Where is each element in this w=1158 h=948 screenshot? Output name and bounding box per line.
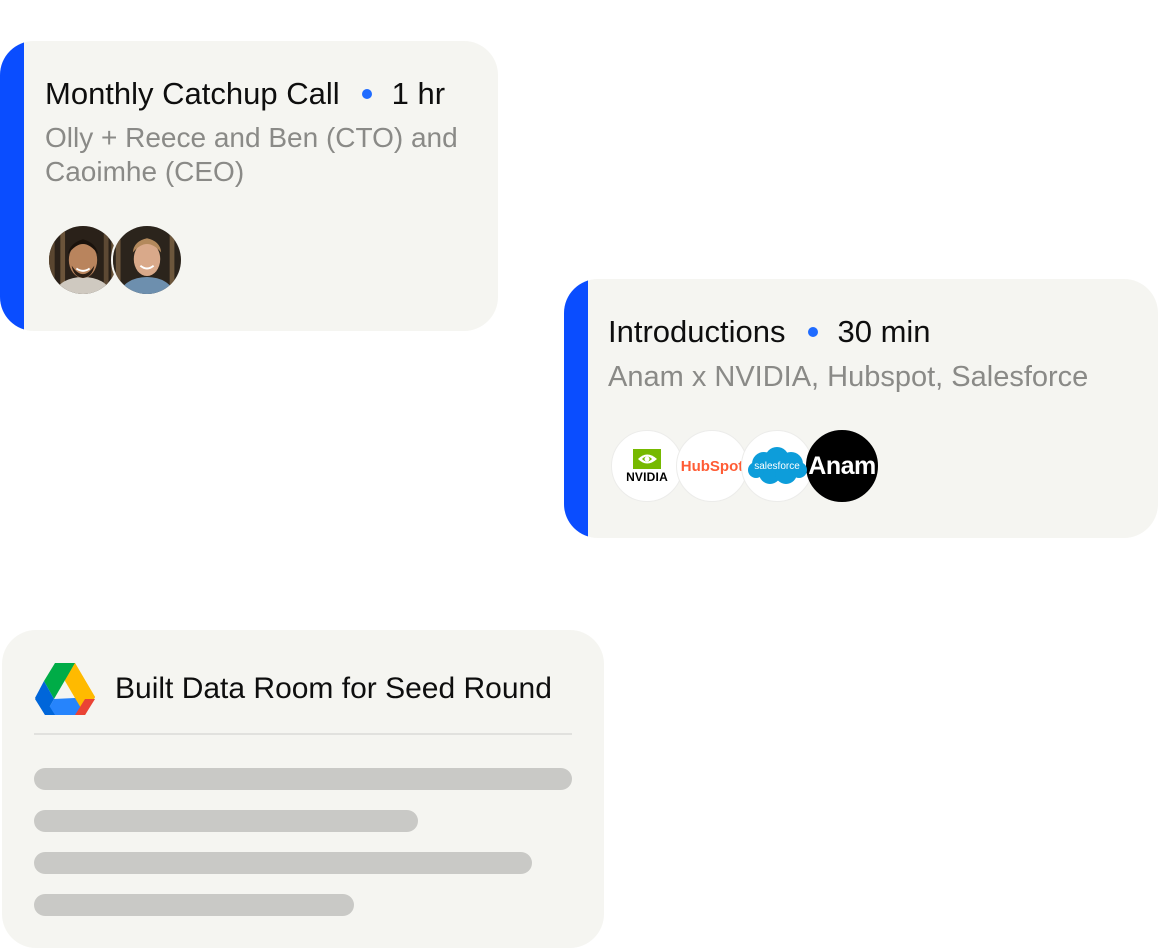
anam-logo: Anam [806, 430, 878, 502]
meeting-attendees: Olly + Reece and Ben (CTO) and Caoimhe (… [45, 122, 458, 187]
meeting-card-monthly-catchup[interactable]: Monthly Catchup Call 1 hr Olly + Reece a… [0, 41, 498, 331]
separator-dot [807, 326, 818, 337]
meeting-title: Introductions [608, 314, 786, 349]
attendee-avatars [47, 224, 183, 296]
meeting-accent-bar [564, 279, 588, 538]
meeting-title: Monthly Catchup Call [45, 76, 340, 111]
avatar [47, 224, 119, 296]
skeleton-line [34, 894, 354, 916]
document-card-data-room[interactable]: Built Data Room for Seed Round [2, 630, 604, 948]
separator-dot [361, 88, 372, 99]
skeleton-line [34, 768, 572, 790]
meeting-duration: 30 min [837, 314, 931, 349]
salesforce-logo: salesforce [741, 430, 813, 502]
meeting-duration: 1 hr [391, 76, 446, 111]
divider [34, 733, 572, 735]
hubspot-logo: HubSpot [676, 430, 748, 502]
nvidia-logo: NVIDIA [611, 430, 683, 502]
avatar [111, 224, 183, 296]
company-logos: NVIDIA HubSpot salesforce Anam [611, 430, 878, 502]
document-title: Built Data Room for Seed Round [115, 672, 552, 705]
meeting-title-row: Introductions 30 min [608, 316, 931, 347]
meeting-attendees: Anam x NVIDIA, Hubspot, Salesforce [608, 361, 1089, 393]
meeting-title-row: Monthly Catchup Call 1 hr [45, 78, 445, 109]
meeting-card-introductions[interactable]: Introductions 30 min Anam x NVIDIA, Hubs… [564, 279, 1158, 538]
google-drive-icon [35, 663, 95, 715]
meeting-accent-bar [0, 41, 24, 331]
skeleton-line [34, 852, 532, 874]
skeleton-line [34, 810, 418, 832]
